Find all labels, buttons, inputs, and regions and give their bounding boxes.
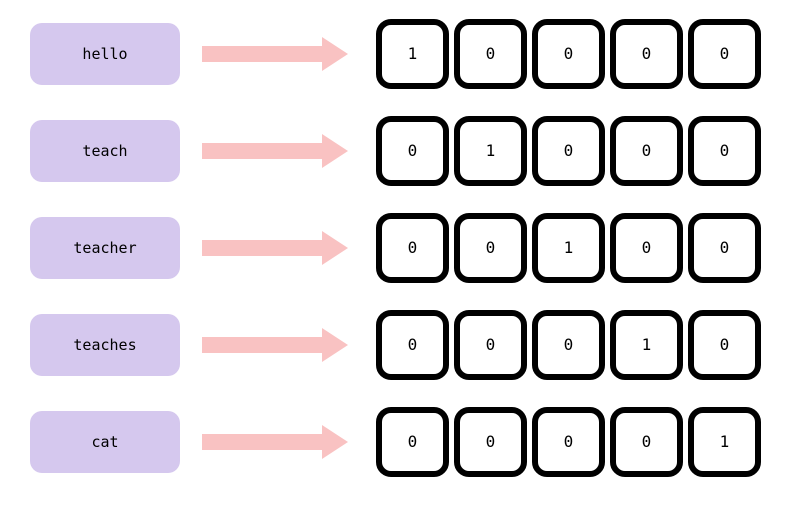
vector-cell: 0	[532, 115, 605, 186]
cell-value: 0	[563, 335, 574, 354]
word-label: teacher	[73, 238, 137, 257]
one-hot-vector: 1 0 0 0 0	[376, 18, 761, 89]
cell-value: 0	[485, 335, 496, 354]
vector-cell: 0	[610, 18, 683, 89]
vector-cell: 0	[688, 212, 761, 283]
vector-cell: 0	[610, 115, 683, 186]
one-hot-vector: 0 0 0 0 1	[376, 406, 761, 477]
cell-value: 0	[407, 335, 418, 354]
vector-cell: 0	[376, 115, 449, 186]
right-arrow-icon	[202, 133, 348, 168]
word-label: teach	[82, 141, 128, 160]
cell-value: 0	[485, 238, 496, 257]
right-arrow-icon	[202, 36, 348, 71]
cell-value: 1	[485, 141, 496, 160]
vector-cell: 0	[688, 309, 761, 380]
vector-cell: 0	[532, 406, 605, 477]
word-box: teacher	[30, 216, 180, 279]
vector-cell: 0	[454, 406, 527, 477]
vector-cell: 0	[532, 309, 605, 380]
vector-cell: 0	[454, 18, 527, 89]
vector-cell: 0	[454, 212, 527, 283]
cell-value: 0	[641, 141, 652, 160]
vector-cell: 1	[376, 18, 449, 89]
cell-value: 1	[719, 432, 730, 451]
cell-value: 0	[563, 141, 574, 160]
cell-value: 0	[641, 238, 652, 257]
vector-cell: 0	[532, 18, 605, 89]
word-box: cat	[30, 410, 180, 473]
cell-value: 0	[719, 238, 730, 257]
cell-value: 0	[485, 432, 496, 451]
cell-value: 0	[485, 44, 496, 63]
one-hot-vector: 0 0 0 1 0	[376, 309, 761, 380]
word-box: teach	[30, 119, 180, 182]
one-hot-vector: 0 1 0 0 0	[376, 115, 761, 186]
right-arrow-icon	[202, 424, 348, 459]
vector-cell: 0	[610, 406, 683, 477]
cell-value: 0	[407, 238, 418, 257]
cell-value: 1	[641, 335, 652, 354]
word-label: hello	[82, 44, 128, 63]
cell-value: 0	[719, 44, 730, 63]
one-hot-vector: 0 0 1 0 0	[376, 212, 761, 283]
vector-cell: 0	[688, 18, 761, 89]
cell-value: 0	[641, 44, 652, 63]
cell-value: 0	[563, 432, 574, 451]
right-arrow-icon	[202, 230, 348, 265]
cell-value: 0	[563, 44, 574, 63]
vector-cell: 1	[610, 309, 683, 380]
cell-value: 1	[407, 44, 418, 63]
vector-cell: 0	[376, 212, 449, 283]
cell-value: 0	[719, 141, 730, 160]
encoding-row: teacher 0 0 1 0 0	[0, 199, 800, 296]
word-label: cat	[91, 432, 119, 451]
cell-value: 1	[563, 238, 574, 257]
vector-cell: 0	[688, 115, 761, 186]
encoding-row: teaches 0 0 0 1 0	[0, 296, 800, 393]
word-box: teaches	[30, 313, 180, 376]
encoding-row: teach 0 1 0 0 0	[0, 102, 800, 199]
right-arrow-icon	[202, 327, 348, 362]
cell-value: 0	[407, 141, 418, 160]
word-box: hello	[30, 22, 180, 85]
vector-cell: 0	[454, 309, 527, 380]
cell-value: 0	[641, 432, 652, 451]
vector-cell: 1	[532, 212, 605, 283]
vector-cell: 1	[454, 115, 527, 186]
cell-value: 0	[719, 335, 730, 354]
vector-cell: 0	[376, 309, 449, 380]
vector-cell: 0	[610, 212, 683, 283]
vector-cell: 1	[688, 406, 761, 477]
vector-cell: 0	[376, 406, 449, 477]
cell-value: 0	[407, 432, 418, 451]
encoding-row: cat 0 0 0 0 1	[0, 393, 800, 490]
word-label: teaches	[73, 335, 137, 354]
encoding-row: hello 1 0 0 0 0	[0, 5, 800, 102]
